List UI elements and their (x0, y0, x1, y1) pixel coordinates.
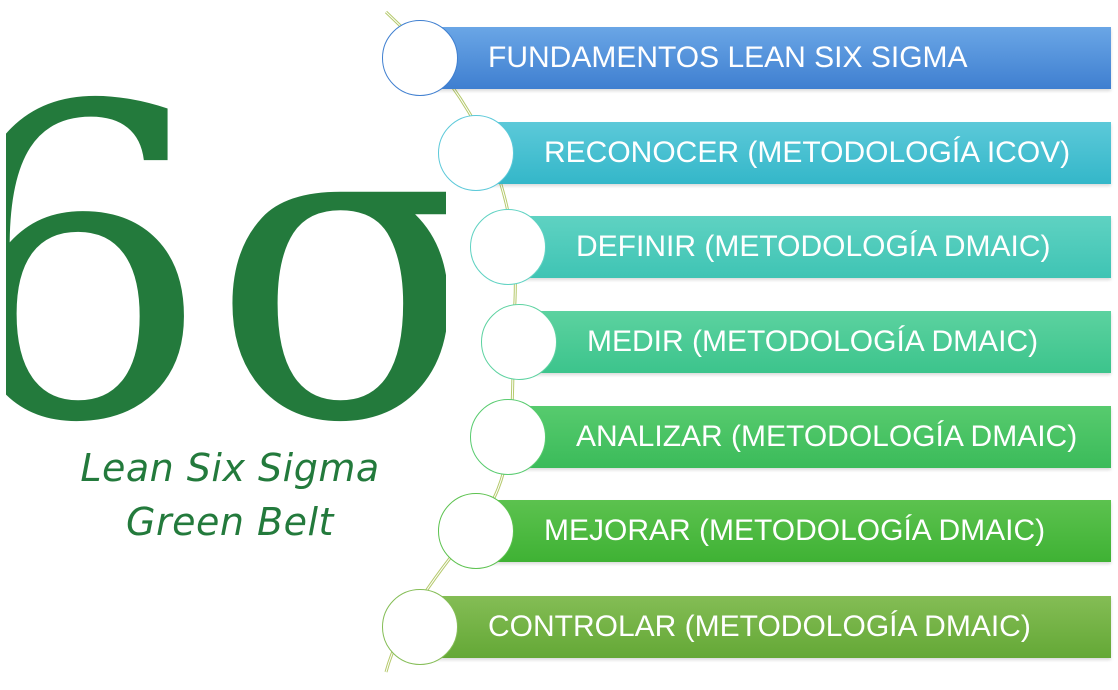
step-bar: MEDIR (METODOLOGÍA DMAIC) (501, 311, 1111, 373)
step-item: CONTROLAR (METODOLOGÍA DMAIC) (382, 589, 1111, 665)
step-node-circle (382, 20, 458, 96)
logo-subtitle-line2: Green Belt (126, 500, 334, 544)
step-bar: CONTROLAR (METODOLOGÍA DMAIC) (402, 596, 1111, 658)
step-label: CONTROLAR (METODOLOGÍA DMAIC) (488, 610, 1031, 643)
step-label: ANALIZAR (METODOLOGÍA DMAIC) (576, 420, 1078, 453)
step-node-circle (438, 115, 514, 191)
step-node-circle (382, 589, 458, 665)
step-bar: FUNDAMENTOS LEAN SIX SIGMA (402, 27, 1111, 89)
step-node-circle (470, 399, 546, 475)
step-item: DEFINIR (METODOLOGÍA DMAIC) (470, 209, 1111, 285)
step-node-circle (481, 304, 557, 380)
step-item: RECONOCER (METODOLOGÍA ICOV) (438, 115, 1111, 191)
step-node-circle (438, 493, 514, 569)
step-label: MEDIR (METODOLOGÍA DMAIC) (587, 325, 1039, 358)
lean-six-sigma-logo: 6σ Lean Six Sigma Green Belt (0, 0, 460, 690)
six-sigma-symbol: 6σ (6, 70, 446, 450)
step-item: MEDIR (METODOLOGÍA DMAIC) (481, 304, 1111, 380)
six-sigma-text: 6σ (6, 70, 446, 450)
step-item: ANALIZAR (METODOLOGÍA DMAIC) (470, 399, 1111, 475)
step-label: DEFINIR (METODOLOGÍA DMAIC) (576, 230, 1051, 263)
step-bar: RECONOCER (METODOLOGÍA ICOV) (458, 122, 1111, 184)
step-label: FUNDAMENTOS LEAN SIX SIGMA (488, 41, 968, 74)
step-label: MEJORAR (METODOLOGÍA DMAIC) (544, 514, 1046, 547)
step-item: MEJORAR (METODOLOGÍA DMAIC) (438, 493, 1111, 569)
logo-subtitle-line1: Lean Six Sigma (80, 446, 380, 490)
step-node-circle (470, 209, 546, 285)
step-label: RECONOCER (METODOLOGÍA ICOV) (544, 136, 1071, 169)
step-item: FUNDAMENTOS LEAN SIX SIGMA (382, 20, 1111, 96)
step-bar: ANALIZAR (METODOLOGÍA DMAIC) (490, 406, 1111, 468)
step-bar: DEFINIR (METODOLOGÍA DMAIC) (490, 216, 1111, 278)
step-bar: MEJORAR (METODOLOGÍA DMAIC) (458, 500, 1111, 562)
